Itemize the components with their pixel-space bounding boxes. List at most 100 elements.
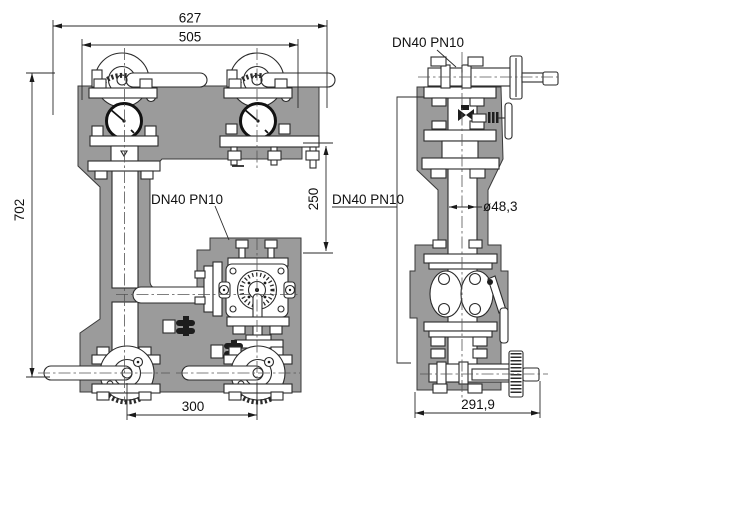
arrowhead (29, 368, 35, 377)
flange (88, 87, 158, 99)
arrowhead (29, 73, 35, 82)
bolt (278, 123, 291, 135)
bolt (93, 78, 107, 89)
flange-plate (458, 361, 469, 385)
valve-barrel (460, 270, 494, 318)
flange-wide (219, 135, 320, 148)
flange (87, 160, 161, 172)
lobe-screw-dot (222, 288, 226, 292)
dial-dot (263, 295, 267, 299)
dim-overall-height: 702 (12, 72, 55, 378)
arrowhead (323, 242, 329, 251)
arrowhead (82, 42, 91, 48)
flange-plate (436, 361, 447, 385)
gauge-tick (130, 129, 135, 134)
corner-screw (277, 267, 285, 275)
drain-bar (176, 320, 195, 326)
left-riser-pipe (111, 170, 139, 289)
dial-dot (247, 295, 251, 299)
valve-cap (461, 105, 469, 110)
gauge-tick (264, 129, 269, 134)
barrel-bolt (468, 272, 482, 286)
dimensions: 627 505 702 250 (12, 11, 541, 420)
bolt (274, 78, 288, 89)
corner-screw (229, 305, 237, 313)
side-lever (487, 275, 509, 344)
flange-plate (440, 64, 451, 89)
valve-stem (471, 113, 487, 123)
dim-branch-offset: 250 (303, 142, 333, 254)
thread-band (496, 112, 499, 123)
flange (226, 316, 290, 327)
drain-bar (176, 328, 195, 334)
pressure-gauge-left-stack (87, 102, 161, 180)
sampling-valve (458, 102, 513, 140)
dim-value: 291,9 (461, 397, 495, 412)
bolt (139, 78, 153, 89)
bolt (269, 325, 283, 335)
arrowhead (289, 42, 298, 48)
dim-value: 250 (306, 188, 321, 211)
bolt (472, 348, 488, 359)
dim-side-depth: 291,9 (414, 381, 541, 418)
lever-grip (499, 307, 509, 344)
arrowhead (415, 410, 424, 416)
dim-inner-width: 505 (81, 30, 299, 108)
arrowhead (127, 412, 136, 418)
lock-bolt-dot (136, 360, 140, 364)
nut (235, 239, 249, 249)
gauge-needle (109, 108, 125, 122)
flange (423, 129, 497, 142)
flange-plate (461, 64, 472, 89)
bolt (467, 383, 483, 394)
bolt (138, 391, 152, 401)
nut (468, 239, 483, 249)
bolt (194, 296, 206, 305)
flange (223, 383, 293, 394)
corner-screw (229, 267, 237, 275)
handle-knob (522, 367, 540, 382)
bolt (270, 391, 284, 401)
dim-value: ø48,3 (483, 199, 518, 214)
flange (91, 383, 161, 394)
flange (223, 87, 293, 99)
bracket-line (396, 96, 424, 364)
bolt (430, 336, 446, 347)
bolt (469, 168, 486, 179)
side-bottom-valve (428, 350, 540, 398)
bolt (140, 170, 154, 180)
port-label: DN40 PN10 (332, 192, 404, 207)
front-view (38, 48, 336, 405)
bolt (96, 391, 110, 401)
bolt (194, 270, 206, 279)
dial-dot (247, 281, 251, 285)
flange (423, 86, 497, 99)
bolt (431, 120, 447, 130)
nut (264, 239, 278, 249)
arrowhead (318, 23, 327, 29)
nut (267, 150, 282, 161)
arrowhead (53, 23, 62, 29)
valve-hub (116, 74, 128, 86)
pressure-gauge-right-stack (219, 102, 320, 169)
valve-handle (125, 72, 208, 88)
barrel-bolt (468, 302, 482, 316)
dim-value: 300 (182, 399, 205, 414)
arrowhead (531, 410, 540, 416)
nut (227, 150, 242, 161)
lever-pivot (487, 279, 493, 285)
corner-screw (277, 305, 285, 313)
bolt (432, 383, 448, 394)
arrowhead (323, 146, 329, 155)
bolt (232, 325, 246, 335)
flange (421, 157, 500, 170)
vent-mark (120, 150, 128, 158)
bolt (467, 56, 484, 67)
bolt (430, 168, 447, 179)
flange (89, 135, 159, 147)
dim-value: 702 (12, 199, 27, 222)
bolt (430, 56, 447, 67)
dial-dot (263, 281, 267, 285)
